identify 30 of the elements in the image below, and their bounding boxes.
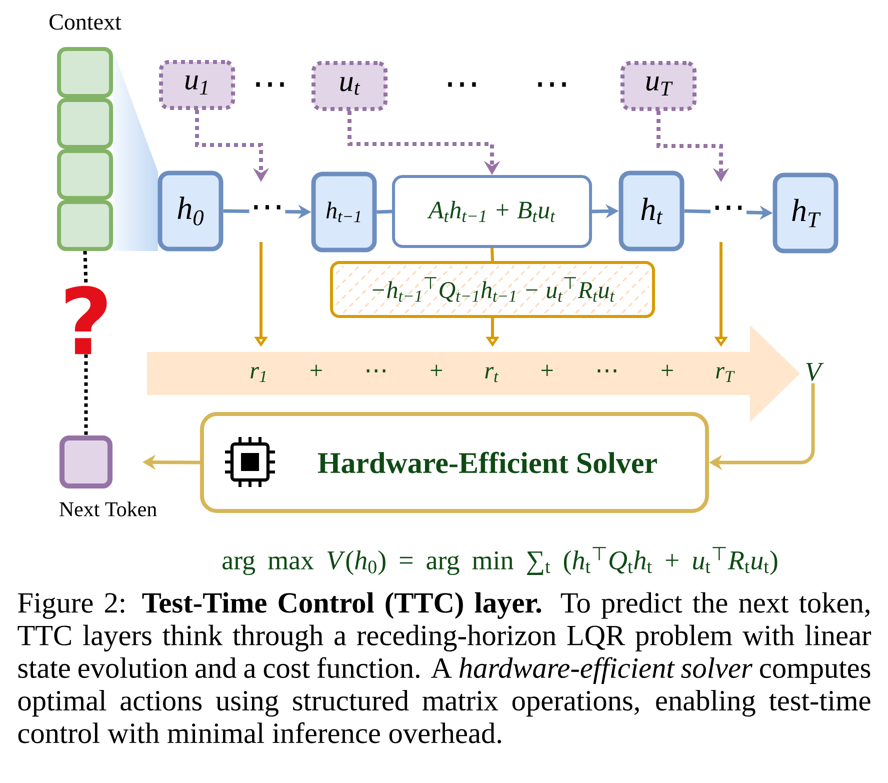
cost-box: −h$_{t−1}$$^{⊤}$Q$_{t−1}$h$_{t−1}$ − u$_{t}$$^{⊤}$R$_{t}$u$_{t}$ bbox=[330, 261, 655, 318]
state-box: h$_{0}$ bbox=[158, 170, 224, 252]
ellipsis: ⋯ bbox=[538, 82, 566, 87]
heading: Context bbox=[50, 14, 122, 30]
state-box: h$_{T}$ bbox=[772, 172, 838, 254]
context-square bbox=[57, 149, 113, 200]
sum-band: r$_{1}$ + ⋯ + r$_{t}$ + ⋯ + r$_{T}$ bbox=[147, 325, 800, 422]
caption: Figure 2: Test-Time Control (TTC) layer. To predict the next token, TTC layers think through a receding-horizon LQR problem with linear state evolution and a cost function. A hardware-efficient solver computes optimal actions using structured matrix operations, enabling test-time control with minimal inference overhead. bbox=[18, 592, 872, 744]
state-box: h$_{t−1}$ bbox=[311, 172, 377, 252]
context-square bbox=[57, 98, 113, 149]
ellipsis: ⋯ bbox=[256, 82, 284, 87]
state-box: h$_{t}$ bbox=[618, 170, 684, 252]
connector-line bbox=[490, 248, 494, 262]
input-box: u$_{t}$ bbox=[312, 61, 388, 111]
input-box: u$_{1}$ bbox=[159, 60, 235, 110]
ellipsis: ⋯ bbox=[448, 82, 476, 87]
edge-label: ⋯ bbox=[249, 204, 286, 219]
context-square bbox=[57, 200, 113, 251]
node-caption: Next Token bbox=[60, 502, 157, 516]
context-square bbox=[57, 47, 113, 98]
solver-box: Hardware-Efficient Solver bbox=[200, 412, 709, 513]
transition-box: A$_{t}$h$_{t−1}$ + B$_{t}$u$_{t}$ bbox=[392, 175, 592, 248]
connector-line bbox=[376, 210, 392, 214]
value-symbol: V bbox=[806, 362, 824, 382]
token-box bbox=[60, 436, 112, 488]
input-box: u$_{T}$ bbox=[620, 61, 696, 111]
formula: arg max V(h$_{0}$) = arg min ∑$_{t}$ (h$_{t}$$^{⊤}$Q$_{t}$h$_{t}$ + u$_{t}$$^{⊤}$R$_{t}$u$_{t}$) bbox=[222, 546, 778, 576]
question-mark: ? bbox=[66, 286, 107, 354]
dotted-line bbox=[84, 354, 88, 436]
edge-label: ⋯ bbox=[710, 204, 746, 220]
